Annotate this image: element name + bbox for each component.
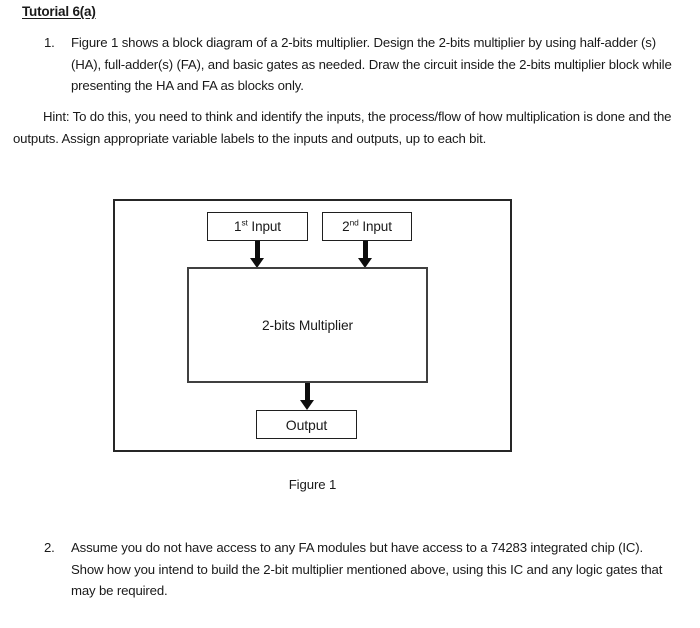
hint-paragraph: Hint: To do this, you need to think and … [13, 109, 672, 146]
block-output-label: Output [285, 416, 328, 433]
ordinal-suffix-st: st [241, 217, 248, 228]
question-text: Assume you do not have access to any FA … [71, 540, 663, 598]
question-number: 1. [44, 35, 55, 50]
block-first-input-label: 1st Input [234, 217, 281, 234]
block-second-input: 2nd Input [322, 212, 412, 241]
block-second-input-label: 2nd Input [342, 217, 392, 234]
question-item-2: 2. Assume you do not have access to any … [44, 537, 676, 602]
question-number: 2. [44, 540, 55, 555]
figure-caption: Figure 1 [288, 477, 337, 492]
question-text: Figure 1 shows a block diagram of a 2-bi… [71, 35, 672, 93]
arrow-head [250, 258, 264, 268]
ordinal-suffix-nd: nd [349, 217, 359, 228]
arrow-head [300, 400, 314, 410]
arrow-shaft [304, 383, 310, 401]
block-first-input: 1st Input [207, 212, 308, 241]
page-title: Tutorial 6(a) [22, 4, 96, 19]
arrow-shaft [362, 241, 368, 259]
block-multiplier: 2-bits Multiplier [187, 267, 428, 383]
question-item-1: 1. Figure 1 shows a block diagram of a 2… [44, 32, 676, 97]
arrow-shaft [254, 241, 260, 259]
arrow-head [358, 258, 372, 268]
block-output: Output [256, 410, 357, 439]
block-multiplier-label: 2-bits Multiplier [261, 317, 354, 333]
